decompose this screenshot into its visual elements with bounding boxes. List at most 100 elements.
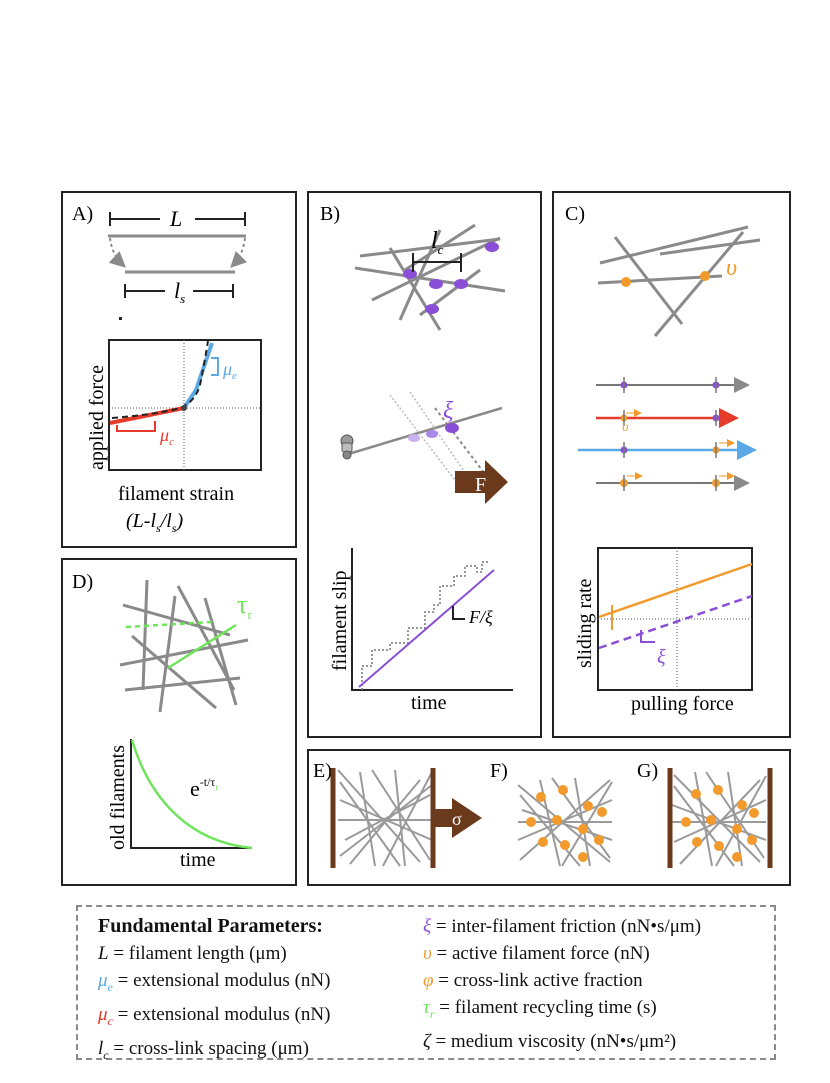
active-rate-line (598, 562, 753, 619)
new-filament (167, 623, 237, 670)
slope-mark-b (452, 606, 465, 620)
legend-description: = medium viscosity (nN•s/μm²) (430, 1030, 677, 1052)
panel-g-label: G) (637, 760, 658, 782)
plot-a-xlabel2: (L-ls/ls) (126, 510, 183, 535)
mu-c-slope-mark (116, 421, 156, 432)
mu-e-slope-mark (211, 357, 219, 376)
panel-c-label: C) (565, 203, 585, 225)
panel-efg: E) F) G) σ (307, 749, 791, 886)
slip-steps (361, 561, 488, 690)
origin-point (181, 405, 187, 411)
stress-arrow (433, 798, 482, 838)
row-2-upsilon: υ (622, 420, 628, 435)
active-crosslink-2 (700, 271, 710, 281)
legend-symbol: τ (423, 997, 430, 1018)
pulled-filament (344, 406, 503, 457)
decay-formula: e-t/τr (190, 775, 218, 801)
ghost-filament-1 (389, 394, 456, 481)
legend-description: = filament length (μm) (108, 943, 287, 964)
slope-label-b: F/ξ (468, 607, 493, 627)
panel-d-label: D) (72, 571, 93, 593)
legend-symbol: L (98, 943, 109, 964)
legend-left-column: Fundamental Parameters: L = filament len… (98, 913, 330, 1068)
legend-description: = inter-filament friction (nN•s/μm) (431, 916, 702, 937)
legend-item: L = filament length (μm) (98, 940, 330, 967)
legend-description: = extensional modulus (nN) (112, 970, 331, 991)
panel-f-label: F) (490, 760, 508, 782)
panel-f-motors (526, 785, 607, 862)
legend-item: υ = active filament force (nN) (423, 940, 701, 967)
legend-symbol: μ (98, 1003, 108, 1025)
legend-symbol-subscript: e (107, 979, 113, 994)
plot-a-ylabel: applied force (86, 365, 108, 470)
legend-right-column: ξ = inter-filament friction (nN•s/μm)υ =… (423, 913, 701, 1055)
figure-canvas: A) L ls μe μc applied force filament str… (61, 191, 791, 886)
plot-b-ylabel: filament slip (329, 570, 351, 671)
ghost-filament-3 (434, 407, 489, 479)
legend-symbol: ζ (423, 1030, 431, 1052)
legend-item: ζ = medium viscosity (nN•s/μm²) (423, 1028, 701, 1055)
panel-d: D) τr e-t/τr old filaments time (61, 558, 297, 886)
plot-b-xlabel: time (411, 692, 447, 714)
legend-symbol: φ (423, 970, 434, 991)
legend-box: Fundamental Parameters: L = filament len… (76, 905, 776, 1061)
panel-b: B) lc ξ (307, 191, 542, 738)
crosslink-active (445, 423, 459, 433)
legend-symbol: ξ (423, 916, 432, 937)
curve-nonlinear (111, 340, 209, 419)
legend-item: μc = extensional modulus (nN) (98, 1001, 330, 1035)
shrink-arrow-left (108, 237, 126, 268)
panel-efg-frame (307, 749, 791, 886)
crosslink-ghost-2 (426, 430, 438, 438)
legend-symbol: l (98, 1037, 104, 1059)
legend-description: = cross-link active fraction (433, 970, 643, 991)
legend-item: ξ = inter-filament friction (nN•s/μm) (423, 913, 701, 940)
legend-symbol-subscript: c (107, 1013, 113, 1028)
panel-g-motors (681, 785, 759, 862)
upsilon-label: υ (726, 255, 737, 281)
curve-compression (109, 406, 185, 425)
plot-a-xlabel: filament strain (118, 483, 234, 505)
plot-c-xlabel: pulling force (631, 693, 734, 715)
legend-description: = active filament force (nN) (431, 943, 650, 964)
active-crosslink-1 (621, 277, 631, 287)
panel-b-frame (307, 191, 542, 738)
legend-description: = filament recycling time (s) (434, 997, 657, 1018)
legend-item: lc = cross-link spacing (μm) (98, 1035, 330, 1069)
plot-c-axes (597, 547, 753, 691)
curve-extension (194, 342, 214, 391)
panel-d-network (119, 579, 249, 713)
sigma-label: σ (452, 809, 462, 829)
panel-a-frame (61, 191, 297, 548)
plot-c-ylabel: sliding rate (574, 578, 596, 668)
force-arrow (455, 460, 508, 504)
legend-right-list: ξ = inter-filament friction (nN•s/μm)υ =… (423, 913, 701, 1055)
panel-b-label: B) (320, 203, 340, 225)
ghost-filament-2 (409, 391, 471, 481)
crosslink-ghost-1 (408, 434, 420, 442)
plot-d-axes (130, 739, 252, 849)
panel-e-network (337, 769, 433, 867)
panel-c: C) υ υ (552, 191, 791, 738)
slope-mark-c (640, 630, 655, 643)
legend-description: = cross-link spacing (μm) (108, 1037, 309, 1059)
decay-curve (130, 739, 253, 850)
L-label: L (169, 206, 182, 231)
legend-item: φ = cross-link active fraction (423, 967, 701, 994)
panel-a: A) L ls μe μc applied force filament str… (61, 191, 297, 548)
legend-title: Fundamental Parameters: (98, 915, 323, 937)
xi-label-b: ξ (443, 398, 454, 424)
slip-trend-line (358, 569, 495, 688)
stray-mark (119, 317, 122, 320)
mu-e-label: μe (222, 359, 237, 382)
legend-symbol-subscript: r (429, 1006, 435, 1021)
ls-label: ls (174, 278, 185, 306)
plot-a-axes (108, 339, 262, 471)
mu-c-label: μc (159, 425, 174, 448)
panel-c-network (597, 225, 761, 337)
xi-label-c: ξ (657, 646, 666, 668)
lc-label: lc (431, 228, 444, 257)
plot-d-xlabel: time (180, 849, 216, 871)
shrink-arrow-right (230, 237, 248, 268)
panel-b-network (354, 223, 506, 331)
